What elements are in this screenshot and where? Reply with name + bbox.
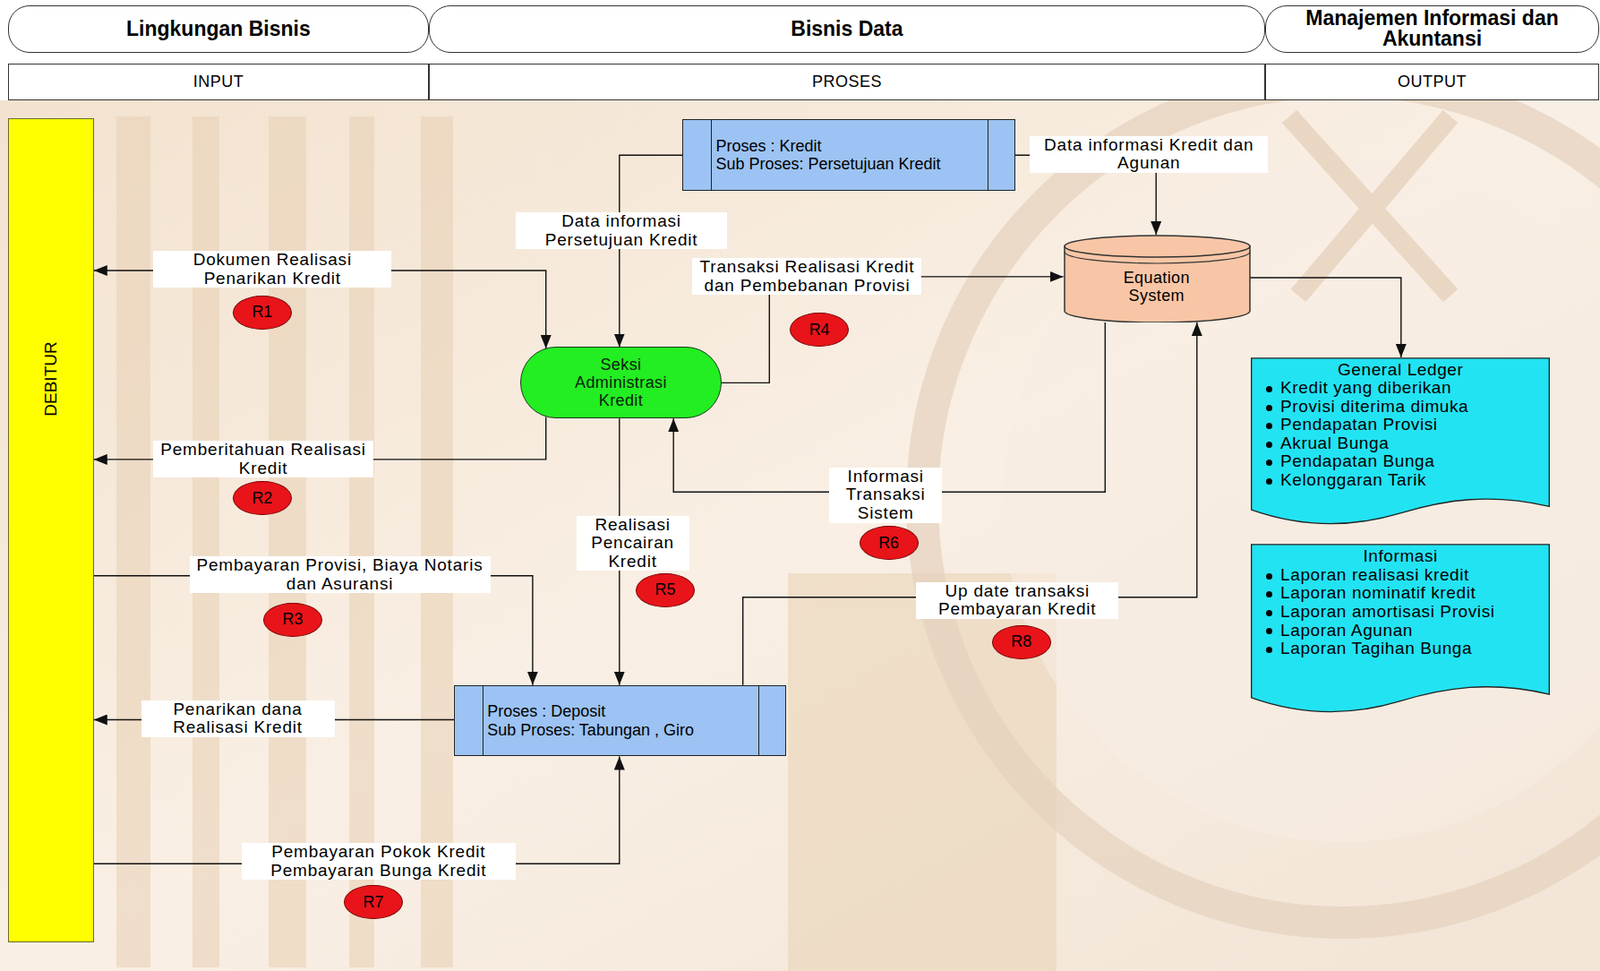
column-header: Lingkungan Bisnis [8,5,429,54]
edge-label: Transaksi Realisasi Kredit dan Pembebana… [692,257,922,295]
list-item: Laporan Agunan [1258,621,1542,641]
node-text: Sub Proses: Tabungan , Giro [487,720,754,740]
cylinder-rim [1064,251,1250,264]
list-item: Pendapatan Provisi [1258,415,1542,435]
bullet-dot [1266,590,1273,598]
bullet-dot [1266,478,1273,485]
callout-number: R1 [232,295,292,330]
bullet-dot [1266,646,1273,653]
edge-label: Pembayaran Provisi, Biaya Notaris dan As… [189,556,491,593]
inner-rule [482,685,484,756]
callout-number: R6 [859,525,919,560]
document-heading: General Ledger [1258,360,1542,380]
edge-label: Realisasi Pencairan Kredit [576,515,690,572]
coin-stripes [116,116,1057,971]
callout-number: R2 [232,480,292,515]
list-item: Akrual Bunga [1258,434,1542,454]
document-shape: InformasiLaporan realisasi kreditLaporan… [1249,543,1551,715]
callout-number: R8 [992,624,1052,659]
connector [743,322,1198,685]
item-text: Laporan realisasi kredit [1280,565,1542,585]
connector [619,154,684,347]
node-text: OUTPUT [1397,72,1467,92]
item-text: Laporan Agunan [1280,621,1542,641]
connector [673,322,1105,492]
list-item: Laporan Tagihan Bunga [1258,639,1542,659]
clock-hand [1289,116,1451,296]
node-text: DEBITUR [41,341,61,416]
column-header: Bisnis Data [428,5,1267,54]
node-text: INPUT [193,72,245,92]
item-text: Laporan amortisasi Provisi [1280,602,1542,622]
bullet-dot [1266,385,1273,393]
list-item: Laporan nominatif kredit [1258,583,1542,603]
edge-label: Dokumen Realisasi Penarikan Kredit [153,250,392,288]
bullet-dot [1266,609,1273,617]
node-text: Equation System [1103,268,1211,305]
item-text: Laporan Tagihan Bunga [1280,639,1542,659]
list-item: Kredit yang diberikan [1258,378,1542,398]
process-box: Proses : KreditSub Proses: Persetujuan K… [682,119,1016,191]
bullet-dot [1266,441,1273,448]
callout-number: R5 [635,573,695,608]
inner-rule [758,685,760,756]
actor-bar: DEBITUR [8,118,95,942]
process-box: Proses : DepositSub Proses: Tabungan , G… [453,684,786,757]
edge-label: Data informasi Kredit dan Agunan [1029,136,1268,173]
list-item: Laporan amortisasi Provisi [1258,602,1542,622]
phase-header: INPUT [8,63,429,101]
inner-rule [710,119,712,190]
connector [1249,277,1402,358]
node-text: PROSES [812,72,882,92]
bullet-dot [1266,573,1273,580]
bullet-dot [1266,404,1273,411]
inner-rule [987,119,989,190]
cylinder-top [1064,235,1250,257]
column-header: Manajemen Informasi dan Akuntansi [1265,5,1600,54]
terminal-node: Seksi Administrasi Kredit [520,346,722,419]
callout-number: R3 [263,602,323,637]
clock-face-inner [1002,161,1600,842]
node-text: Proses : Kredit [715,136,984,156]
document-shape: General LedgerKredit yang diberikanProvi… [1249,357,1551,527]
bullet-dot [1266,627,1273,634]
item-text: Kelonggaran Tarik [1280,470,1542,490]
edge-label: Data informasi Persetujuan Kredit [515,212,728,249]
document-body [1251,358,1550,524]
bullet-dot [1266,422,1273,429]
edge-label: Informasi Transaksi Sistem [829,467,942,523]
edge-label: Pembayaran Pokok Kredit Pembayaran Bunga… [241,842,516,880]
document-body [1251,544,1550,711]
phase-header: OUTPUT [1265,63,1600,101]
edge-label: Pemberitahuan Realisasi Kredit [153,440,374,478]
node-text: Bisnis Data [790,18,903,40]
item-text: Provisi diterima dimuka [1280,397,1542,417]
node-text: Sub Proses: Persetujuan Kredit [715,154,984,174]
phase-header: PROSES [428,63,1267,101]
document-heading: Informasi [1258,547,1542,566]
node-text: Seksi Administrasi Kredit [553,355,688,410]
bullet-dot [1266,459,1273,466]
item-text: Pendapatan Provisi [1280,415,1542,435]
edge-label: Penarikan dana Realisasi Kredit [141,700,335,737]
database-cylinder: Equation System [1063,234,1251,323]
node-text: Manajemen Informasi dan Akuntansi [1274,8,1590,50]
item-text: Pendapatan Bunga [1280,452,1542,471]
list-item: Provisi diterima dimuka [1258,397,1542,417]
list-item: Pendapatan Bunga [1258,452,1542,471]
callout-number: R4 [789,312,849,347]
node-text: Lingkungan Bisnis [126,18,311,40]
item-text: Akrual Bunga [1280,434,1542,454]
item-text: Kredit yang diberikan [1280,378,1542,398]
clock-face [922,80,1600,923]
node-text: Proses : Deposit [487,701,754,721]
list-item: Laporan realisasi kredit [1258,565,1542,585]
item-text: Laporan nominatif kredit [1280,583,1542,603]
edge-label: Up date transaksi Pembayaran Kredit [915,581,1119,619]
list-item: Kelonggaran Tarik [1258,470,1542,490]
